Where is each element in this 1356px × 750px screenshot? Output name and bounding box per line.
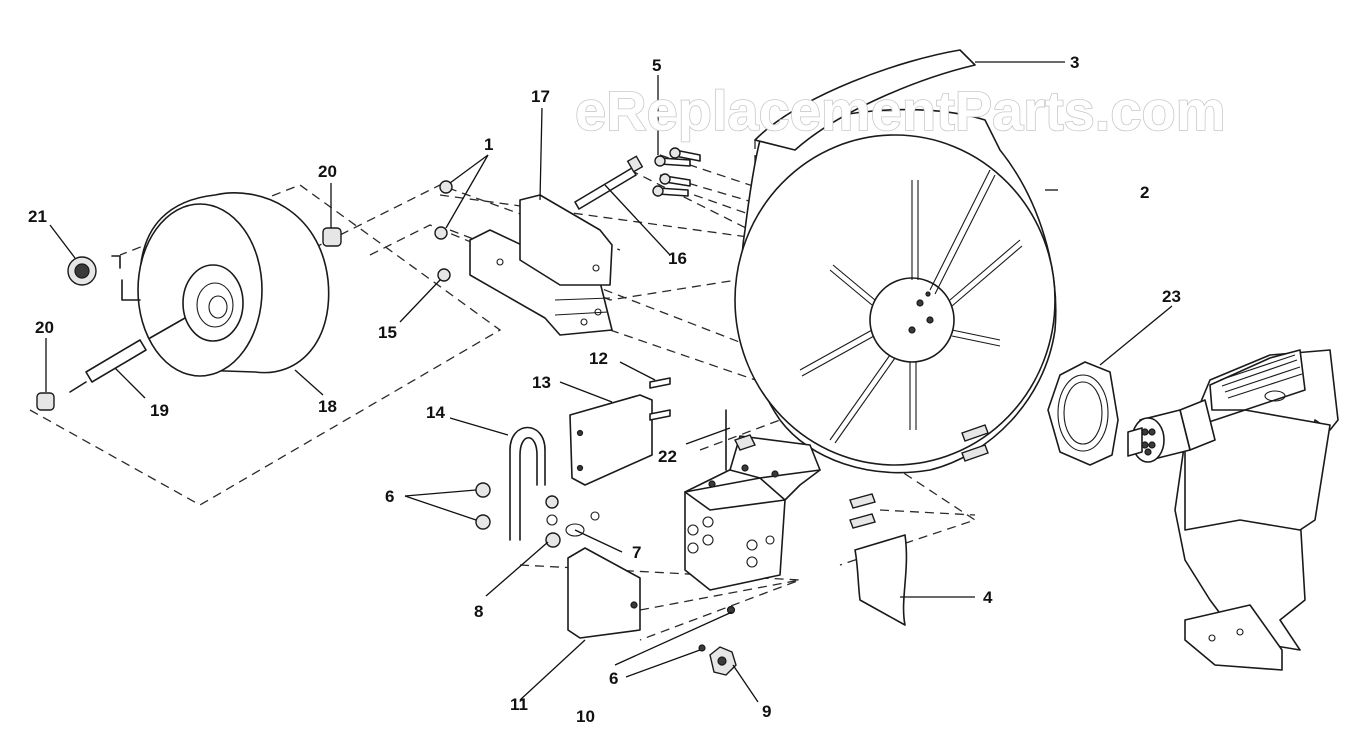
hub-cap-part bbox=[67, 255, 141, 301]
u-bolt-part bbox=[509, 426, 546, 541]
motor-assembly bbox=[1127, 349, 1339, 671]
callout-18: 18 bbox=[318, 397, 337, 416]
bottom-shroud-part bbox=[854, 534, 908, 626]
spacer-part-bottom bbox=[36, 392, 55, 411]
axle-pin-part bbox=[69, 317, 186, 393]
bolt-parts-5 bbox=[652, 147, 701, 197]
callout-3: 3 bbox=[1070, 53, 1079, 72]
callout-11: 11 bbox=[510, 695, 528, 714]
callout-2: 2 bbox=[1140, 183, 1149, 202]
nut-parts-6 bbox=[475, 482, 491, 530]
callout-14: 14 bbox=[426, 403, 445, 422]
knob-part bbox=[709, 646, 737, 676]
callout-4: 4 bbox=[983, 588, 993, 607]
bracket-plate-part bbox=[569, 394, 653, 486]
callout-19: 19 bbox=[150, 401, 169, 420]
nut-part-15 bbox=[437, 268, 451, 282]
callout-20-top: 20 bbox=[318, 162, 337, 181]
housing-bolts bbox=[849, 424, 989, 529]
callout-12: 12 bbox=[589, 349, 608, 368]
cover-plate-part bbox=[567, 547, 641, 639]
callout-15: 15 bbox=[378, 323, 397, 342]
washer-parts-7-8 bbox=[545, 495, 600, 548]
ring-flange-part bbox=[1047, 361, 1119, 466]
callout-16: 16 bbox=[668, 249, 687, 268]
spacer-part-top bbox=[322, 227, 342, 247]
callout-9: 9 bbox=[762, 702, 771, 721]
mount-bracket-part bbox=[469, 194, 613, 336]
callout-6-lower: 6 bbox=[609, 669, 618, 688]
callout-23: 23 bbox=[1162, 287, 1181, 306]
leader-lines bbox=[45, 61, 1173, 703]
fan-housing-part bbox=[734, 108, 1057, 474]
wheel-tire-part bbox=[137, 192, 330, 377]
callout-8: 8 bbox=[474, 602, 483, 621]
screw-parts-12 bbox=[649, 377, 671, 421]
callout-10: 10 bbox=[576, 707, 595, 726]
callout-6-upper: 6 bbox=[385, 487, 394, 506]
callout-17: 17 bbox=[531, 87, 550, 106]
callout-1: 1 bbox=[484, 135, 493, 154]
callout-22: 22 bbox=[658, 447, 677, 466]
callout-21: 21 bbox=[28, 207, 47, 226]
long-bolt-part bbox=[574, 155, 644, 210]
callout-7: 7 bbox=[632, 543, 641, 562]
small-fastener-parts bbox=[698, 605, 736, 652]
callout-labels: 1 2 3 4 5 6 6 7 8 9 10 11 12 13 14 15 16… bbox=[28, 53, 1181, 726]
callout-13: 13 bbox=[532, 373, 551, 392]
callout-20-bottom: 20 bbox=[35, 318, 54, 337]
watermark-text: eReplacementParts.com bbox=[575, 79, 1226, 142]
callout-5: 5 bbox=[652, 56, 661, 75]
top-shroud-part bbox=[754, 49, 976, 151]
nut-parts-1 bbox=[434, 180, 453, 240]
electrical-box-part bbox=[684, 409, 821, 591]
